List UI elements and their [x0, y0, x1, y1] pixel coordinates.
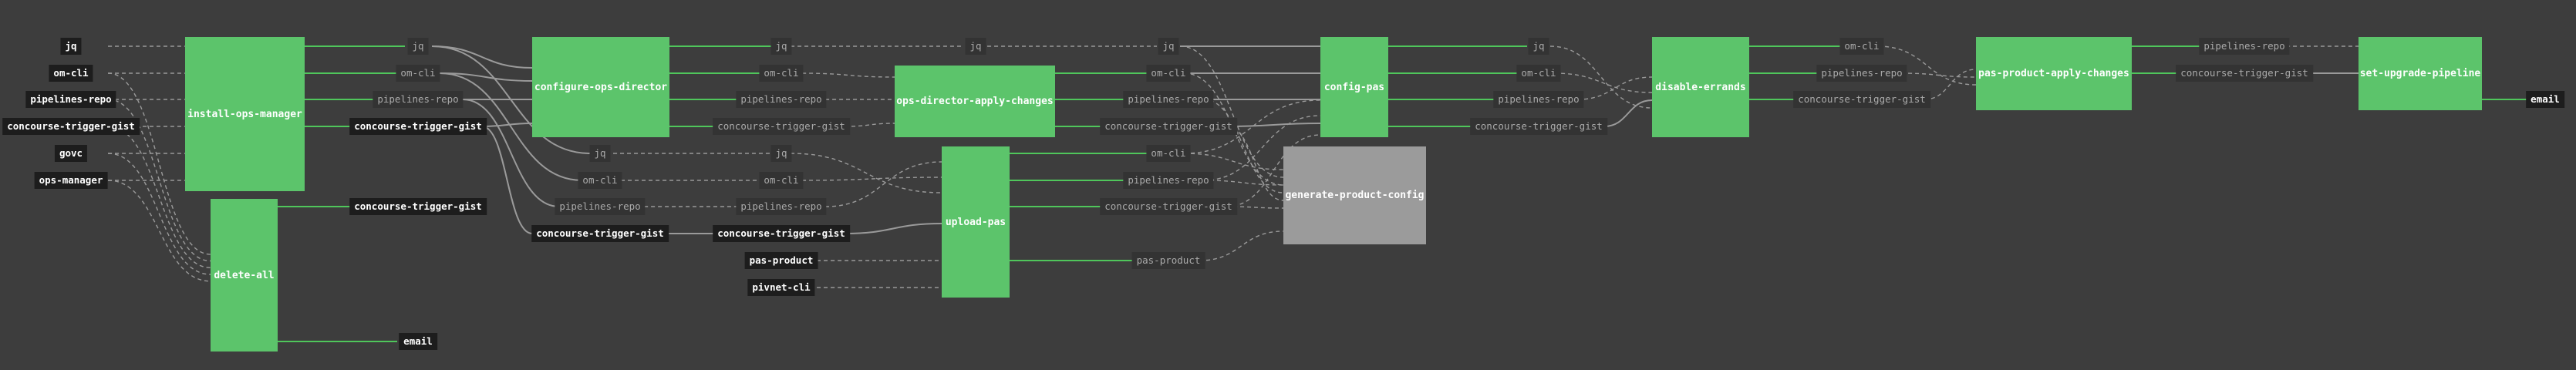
resource-concourse-trigger-gist[interactable]: concourse-trigger-gist [349, 118, 487, 135]
resource-concourse-trigger-gist[interactable]: concourse-trigger-gist [1100, 198, 1237, 215]
resource-jq[interactable]: jq [1528, 38, 1549, 55]
edge-line [431, 45, 591, 154]
edge-line [1603, 99, 1653, 127]
resource-concourse-trigger-gist[interactable]: concourse-trigger-gist [349, 198, 487, 215]
job-pas-product-apply-changes[interactable]: pas-product-apply-changes [1976, 37, 2132, 110]
resource-concourse-trigger-gist[interactable]: concourse-trigger-gist [713, 225, 850, 242]
resource-om-cli[interactable]: om-cli [1146, 65, 1191, 82]
resource-concourse-trigger-gist[interactable]: concourse-trigger-gist [2176, 65, 2313, 82]
resource-pipelines-repo[interactable]: pipelines-repo [555, 198, 646, 215]
edge-line [1553, 72, 1653, 93]
edge-line [107, 180, 211, 282]
job-set-upgrade-pipeline[interactable]: set-upgrade-pipeline [2359, 37, 2482, 110]
resource-pipelines-repo[interactable]: pipelines-repo [736, 198, 827, 215]
job-ops-director-apply-changes[interactable]: ops-director-apply-changes [895, 66, 1055, 137]
edge-line [1183, 99, 1321, 154]
edge-line [801, 72, 895, 78]
resource-pipelines-repo[interactable]: pipelines-repo [1123, 91, 1214, 108]
resource-pipelines-repo[interactable]: pipelines-repo [25, 91, 116, 108]
resource-ops-manager[interactable]: ops-manager [34, 172, 108, 189]
job-config-pas[interactable]: config-pas [1320, 37, 1388, 137]
job-upload-pas[interactable]: upload-pas [942, 146, 1010, 298]
resource-pas-product[interactable]: pas-product [744, 252, 818, 269]
resource-pipelines-repo[interactable]: pipelines-repo [1816, 65, 1907, 82]
resource-concourse-trigger-gist[interactable]: concourse-trigger-gist [1793, 91, 1930, 108]
edge-line [790, 153, 942, 193]
edge-line [1226, 134, 1321, 207]
edge-line [844, 123, 895, 127]
edge-line [1576, 76, 1653, 100]
edge-line [1199, 230, 1284, 261]
job-delete-all[interactable]: delete-all [211, 199, 278, 352]
resource-pipelines-repo[interactable]: pipelines-repo [1493, 91, 1584, 108]
resource-jq[interactable]: jq [965, 38, 986, 55]
edge-line [801, 177, 942, 181]
resource-jq[interactable]: jq [407, 38, 429, 55]
resource-jq[interactable]: jq [1158, 38, 1179, 55]
resource-pipelines-repo[interactable]: pipelines-repo [1123, 172, 1214, 189]
resource-om-cli[interactable]: om-cli [1146, 145, 1191, 162]
resource-om-cli[interactable]: om-cli [396, 65, 440, 82]
edge-line [1202, 99, 1284, 193]
resource-pipelines-repo[interactable]: pipelines-repo [2199, 38, 2290, 55]
resource-om-cli[interactable]: om-cli [49, 65, 93, 82]
edge-line [1877, 45, 1977, 86]
edge-line [439, 72, 533, 82]
edge-line [1924, 69, 1977, 100]
edge-line [431, 45, 533, 69]
resource-govc[interactable]: govc [54, 145, 88, 162]
resource-concourse-trigger-gist[interactable]: concourse-trigger-gist [1100, 118, 1237, 135]
resource-pipelines-repo[interactable]: pipelines-repo [736, 91, 827, 108]
edge-line [481, 123, 533, 127]
resource-om-cli[interactable]: om-cli [1516, 65, 1561, 82]
edge-line [107, 99, 211, 262]
resource-om-cli[interactable]: om-cli [578, 172, 622, 189]
edge-line [1183, 153, 1284, 170]
job-disable-errands[interactable]: disable-errands [1652, 37, 1749, 137]
resource-jq[interactable]: jq [770, 145, 792, 162]
edge-line [824, 161, 942, 207]
resource-pas-product[interactable]: pas-product [1131, 252, 1205, 269]
resource-om-cli[interactable]: om-cli [759, 172, 804, 189]
resource-email[interactable]: email [399, 333, 437, 350]
job-generate-product-config[interactable]: generate-product-config [1283, 146, 1426, 244]
resource-pivnet-cli[interactable]: pivnet-cli [747, 279, 815, 296]
resource-jq[interactable]: jq [60, 38, 82, 55]
resource-jq[interactable]: jq [770, 38, 792, 55]
edge-line [107, 153, 211, 275]
resource-jq[interactable]: jq [589, 145, 611, 162]
resource-concourse-trigger-gist[interactable]: concourse-trigger-gist [531, 225, 669, 242]
edge-line [439, 72, 583, 181]
resource-concourse-trigger-gist[interactable]: concourse-trigger-gist [713, 118, 850, 135]
resource-email[interactable]: email [2526, 91, 2564, 108]
job-install-ops-manager[interactable]: install-ops-manager [185, 37, 305, 191]
edge-line [1179, 45, 1284, 178]
edge-line [481, 126, 533, 234]
job-configure-ops-director[interactable]: configure-ops-director [532, 37, 669, 137]
resource-om-cli[interactable]: om-cli [1839, 38, 1884, 55]
edge-line [1226, 123, 1321, 127]
resource-concourse-trigger-gist[interactable]: concourse-trigger-gist [2, 118, 140, 135]
resource-pipelines-repo[interactable]: pipelines-repo [373, 91, 464, 108]
resource-om-cli[interactable]: om-cli [759, 65, 804, 82]
resource-concourse-trigger-gist[interactable]: concourse-trigger-gist [1470, 118, 1607, 135]
edge-line [844, 223, 942, 234]
edge-line [1900, 72, 1977, 78]
edge-line [107, 126, 211, 268]
edge-line [462, 99, 560, 207]
edge-line [1226, 126, 1284, 201]
edge-line [1202, 115, 1321, 181]
